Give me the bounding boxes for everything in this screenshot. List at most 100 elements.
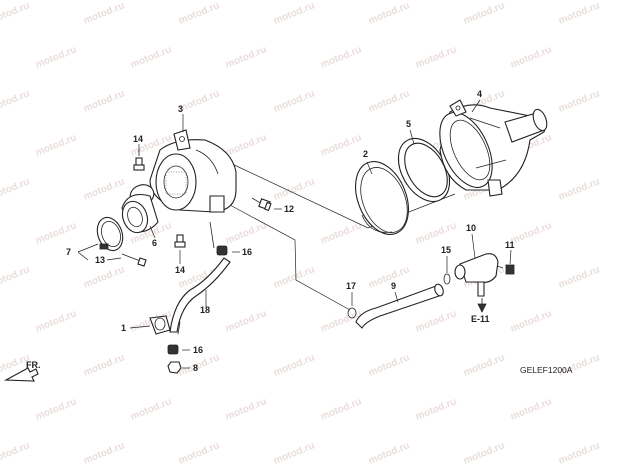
watermark-text: motod.ru [34,132,78,158]
hose-clamp[interactable] [149,315,171,335]
flange-bolt-lower[interactable] [174,234,186,248]
bolt-12[interactable] [251,197,272,212]
callout-10: 10 [466,223,476,233]
diagram-code: GELEF1200A [520,365,573,375]
watermark-text: motod.ru [82,264,126,290]
watermark-text: motod.ru [82,0,126,26]
watermark-text: motod.ru [34,396,78,422]
callout-16-lower: 16 [193,345,203,355]
watermark-text: motod.ru [0,440,31,466]
callout-2: 2 [363,149,368,159]
watermark-text: motod.ru [224,44,268,70]
gasket-ring[interactable] [388,130,460,211]
assembly-guide-lines [227,161,456,311]
watermark-text: motod.ru [177,352,221,378]
watermark-text: motod.ru [82,176,126,202]
callout-14-lower: 14 [175,265,185,275]
watermark-text: motod.ru [272,176,316,202]
callout-5: 5 [406,119,411,129]
breather-hose[interactable] [355,283,445,329]
callouts: 3 14 6 7 13 14 12 16 18 1 16 8 2 5 4 9 1… [26,89,573,375]
watermark-text: motod.ru [414,396,458,422]
watermark-text: motod.ru [82,88,126,114]
reference-label: E-11 [471,314,490,324]
watermark-text: motod.ru [367,352,411,378]
watermark-text: motod.ru [509,308,553,334]
watermark-text: motod.ru [272,0,316,26]
connecting-tube[interactable] [118,181,159,236]
watermark-text: motod.ru [82,352,126,378]
watermark-text: motod.ru [177,0,221,26]
watermark-text: motod.ru [177,440,221,466]
callout-7: 7 [66,247,71,257]
watermark-text: motod.ru [224,308,268,334]
watermark-text: motod.ru [509,44,553,70]
watermark-text: motod.ru [0,176,31,202]
o-ring-15[interactable] [443,273,451,285]
flange-bolt-upper[interactable] [133,150,145,171]
drain-hose[interactable] [169,257,231,335]
watermark-text: motod.ru [129,44,173,70]
watermark-text: motod.ru [224,396,268,422]
watermark-text: motod.ru [557,440,601,466]
clip-ring-17[interactable] [347,307,357,319]
air-filter-element[interactable] [346,154,419,242]
watermark-text: motod.ru [0,264,31,290]
watermark-text: motod.ru [462,440,506,466]
clamp-screw[interactable] [121,253,147,267]
reference-arrow [477,298,487,313]
callout-1: 1 [121,323,126,333]
leader-lines [77,99,512,369]
watermark-text: motod.ru [367,88,411,114]
callout-6: 6 [152,238,157,248]
watermark-text: motod.ru [462,352,506,378]
callout-15: 15 [441,245,451,255]
hose-clip-lower[interactable] [167,344,179,355]
hose-clip-upper[interactable] [209,221,228,256]
callout-12: 12 [284,204,294,214]
watermark-text: motod.ru [224,132,268,158]
watermark-text: motod.ru [319,132,363,158]
watermark-text: motod.ru [272,264,316,290]
watermark-text: motod.ru [367,440,411,466]
watermark-text: motod.ru [177,88,221,114]
front-direction-arrow [3,367,39,382]
drain-plug[interactable] [167,361,182,374]
watermark-text: motod.ru [34,308,78,334]
watermark-text: motod.ru [414,220,458,246]
air-cleaner-case[interactable] [149,129,237,213]
watermark-text: motod.ru [557,264,601,290]
callout-16: 16 [242,247,252,257]
screw-11[interactable] [496,264,515,275]
watermark-text: motod.ru [319,44,363,70]
watermark-text: motod.ru [0,88,31,114]
watermark-text: motod.ru [272,352,316,378]
watermark-text: motod.ru [224,220,268,246]
watermark-text: motod.ru [367,264,411,290]
callout-18: 18 [200,305,210,315]
watermark-text: motod.ru [509,396,553,422]
band-clamp[interactable] [93,214,127,254]
watermark-text: motod.ru [34,220,78,246]
watermark-text: motod.ru [414,308,458,334]
callout-8: 8 [193,363,198,373]
callout-14: 14 [133,134,143,144]
callout-4: 4 [477,89,482,99]
direction-label: FR. [26,360,41,370]
watermark-text: motod.ru [319,220,363,246]
callout-17: 17 [346,281,356,291]
watermark-text: motod.ru [414,44,458,70]
watermark-text: motod.ru [557,176,601,202]
watermark-text: motod.ru [34,44,78,70]
air-cleaner-housing[interactable] [429,99,549,197]
callout-11: 11 [505,240,515,250]
watermark-text: motod.ru [557,88,601,114]
breather-joint[interactable] [454,253,499,297]
watermark-text: motod.ru [272,440,316,466]
watermark-text: motod.ru [557,0,601,26]
watermark-text: motod.ru [82,440,126,466]
watermark-text: motod.ru [462,0,506,26]
watermark-text: motod.ru [0,0,31,26]
